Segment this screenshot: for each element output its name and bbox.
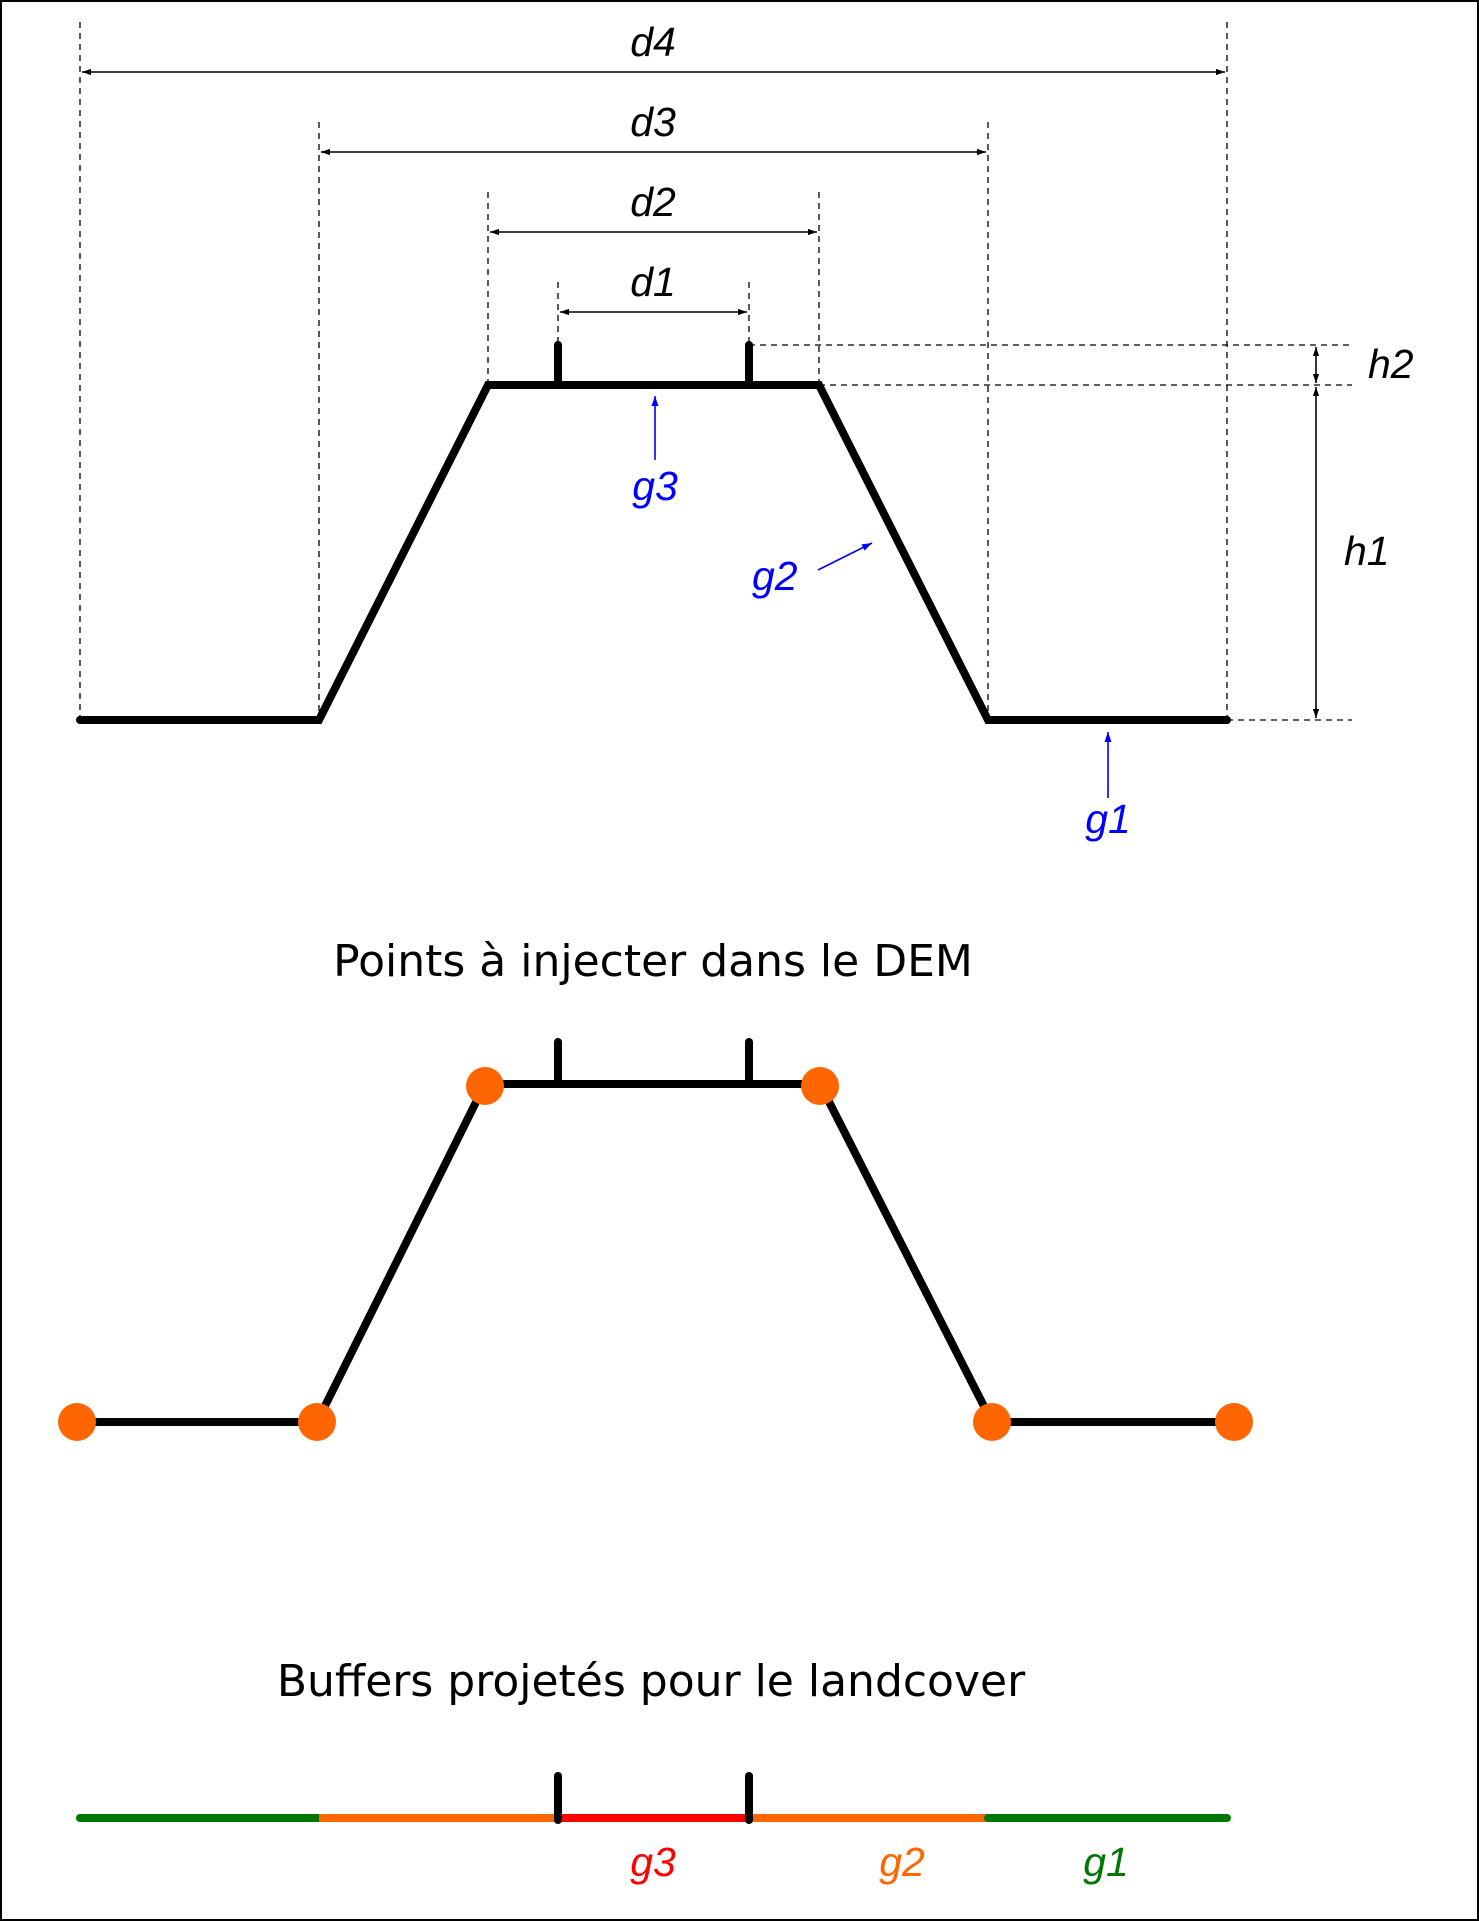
points-diagram: Points à injecter dans le DEM	[58, 936, 1253, 1441]
profile-diagram: d4 d3 d2 d1 h2 h1 g3 g2 g1	[76, 19, 1414, 842]
extension-lines	[79, 22, 1352, 721]
dimension-arrows	[82, 68, 1320, 718]
dike-profile	[76, 381, 1231, 724]
zone-annotations: g3 g2 g1	[632, 396, 1131, 842]
dem-point	[298, 1403, 336, 1441]
buffer-label-g1: g1	[1083, 1839, 1129, 1885]
label-h2: h2	[1368, 341, 1414, 387]
dem-point	[58, 1403, 96, 1441]
label-g2: g2	[752, 553, 798, 599]
label-g1: g1	[1085, 796, 1131, 842]
dem-point	[973, 1403, 1011, 1441]
label-h1: h1	[1344, 528, 1390, 574]
points-profile	[73, 1080, 1238, 1426]
label-g3: g3	[632, 463, 678, 509]
dem-point	[801, 1067, 839, 1105]
label-d1: d1	[630, 259, 676, 305]
buffer-label-g3: g3	[630, 1839, 676, 1885]
label-d3: d3	[630, 99, 676, 145]
buffers-diagram: Buffers projetés pour le landcover g3 g2…	[76, 1656, 1231, 1885]
dem-points	[58, 1067, 1253, 1441]
label-d4: d4	[630, 19, 676, 65]
dem-point	[466, 1067, 504, 1105]
g2-arrow	[817, 542, 873, 571]
points-title: Points à injecter dans le DEM	[333, 936, 973, 987]
buffer-label-g2: g2	[879, 1839, 925, 1885]
label-d2: d2	[630, 179, 676, 225]
buffers-title: Buffers projetés pour le landcover	[277, 1656, 1026, 1707]
dem-point	[1215, 1403, 1253, 1441]
